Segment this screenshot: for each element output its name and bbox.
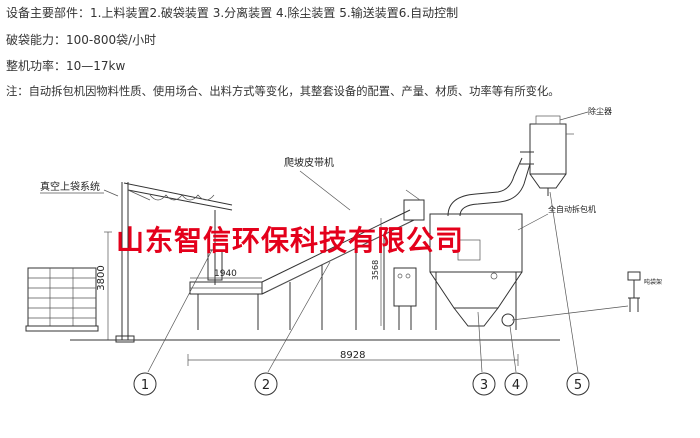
incline-conveyor [189,189,425,330]
callout-4: 4 [504,372,528,396]
label-vacuum-system: 真空上袋系统 [40,180,100,193]
bag-holder [627,271,641,312]
dim-height-label: 3800 [96,265,107,290]
label-unpacker: 全自动拆包机 [548,204,596,214]
dimension-total-8928: 8928 [187,350,519,366]
spec-power: 整机功率：10—17kw [6,59,126,73]
dim-hopper-label: 1940 [214,269,237,279]
dim-unpacker-height-label: 3568 [371,260,380,280]
callout-5: 5 [566,372,590,396]
control-cabinet [393,267,417,330]
vacuum-crane [103,182,233,343]
spec-components: 设备主要部件：1.上料装置2.破袋装置 3.分离装置 4.除尘装置 5.输送装置… [6,6,459,20]
bag-stack [25,267,99,332]
dim-total-label: 8928 [340,350,365,361]
dimension-height-3568: 3568 [371,218,382,326]
svg-text:3: 3 [480,378,488,393]
spec-capacity: 破袋能力：100-800袋/小时 [6,33,157,47]
svg-text:1: 1 [141,378,149,393]
callout-1: 1 [133,372,157,396]
spec-note: 注：自动拆包机因物料性质、使用场合、出料方式等变化，其整套设备的配置、产量、材质… [6,85,560,98]
svg-text:4: 4 [512,378,520,393]
callout-3: 3 [472,372,496,396]
dust-collector [447,115,574,217]
dimension-height-3800: 3800 [96,231,112,341]
callout-leaders [147,191,629,373]
label-conveyor: 爬坡皮带机 [284,156,334,169]
svg-text:2: 2 [262,378,270,393]
label-bag-holder: 吨袋架 [644,278,662,286]
callout-2: 2 [254,372,278,396]
svg-text:5: 5 [574,378,582,393]
company-watermark-banner: 山东智信环保科技有限公司 [116,224,465,257]
label-dust-collector: 除尘器 [588,106,612,116]
unpacking-machine [429,213,523,330]
